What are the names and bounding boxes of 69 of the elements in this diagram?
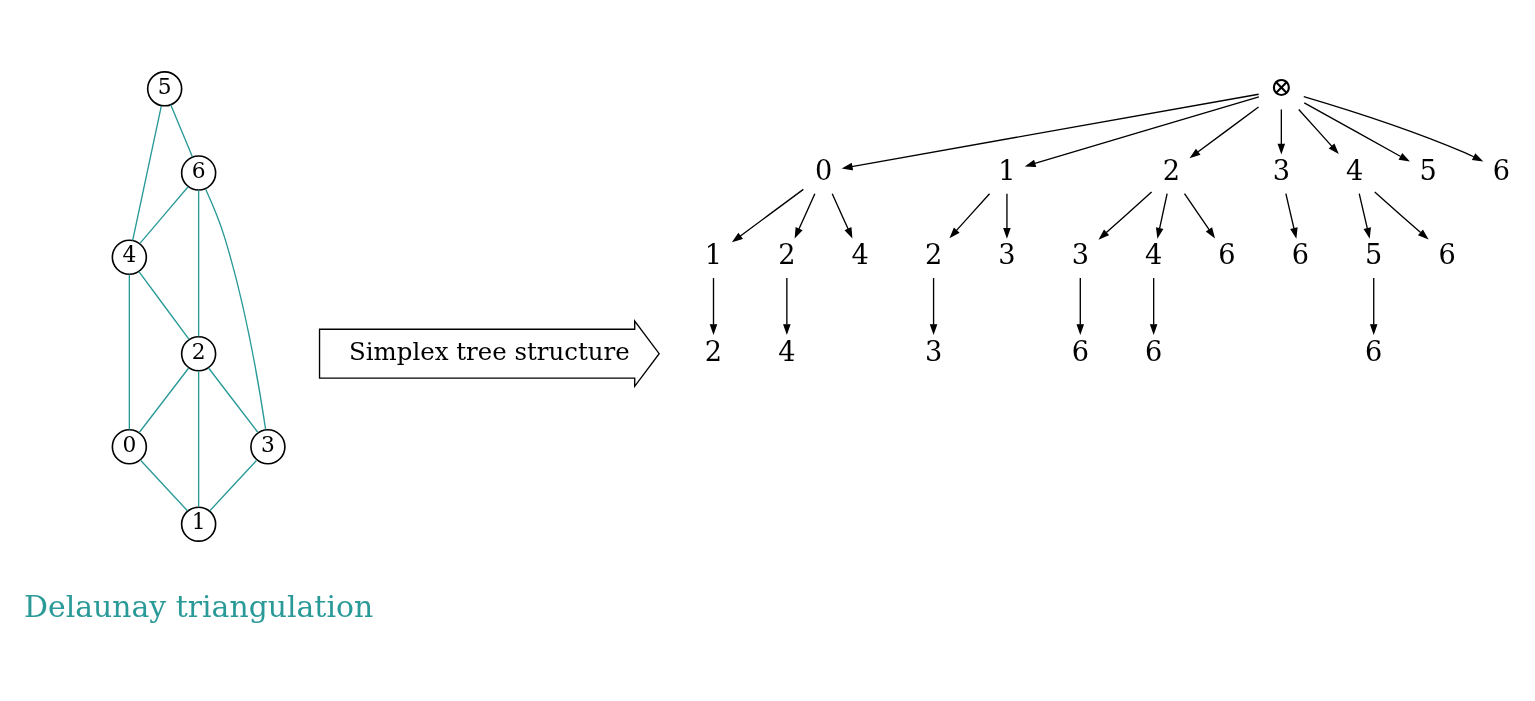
node-text: 4 (778, 335, 796, 367)
node-circle: 3 (250, 428, 286, 465)
node-circle: 6 (180, 154, 217, 191)
node-text: ⊗ (1269, 70, 1293, 102)
node-text: 3 (1272, 154, 1290, 186)
arrow (1369, 276, 1378, 335)
node-text: 5 (1419, 154, 1437, 186)
arrow (841, 93, 1260, 170)
arrow (1155, 192, 1168, 239)
node-circle: 2 (180, 335, 217, 371)
label: Delaunay triangulation (24, 588, 374, 624)
node-text: 1 (704, 238, 723, 270)
arrow (1076, 276, 1085, 335)
connector (197, 189, 200, 337)
arrow (1303, 101, 1410, 162)
node-circle: 1 (180, 505, 217, 542)
arrow (1358, 192, 1371, 239)
arrow (1183, 192, 1216, 238)
connector (204, 187, 267, 430)
arrow (1298, 108, 1339, 154)
arrow (831, 192, 853, 239)
node-circle: 5 (146, 70, 183, 107)
node-text: 0 (814, 154, 833, 186)
connector (139, 185, 189, 244)
arrow (783, 276, 791, 335)
arrow (929, 276, 938, 335)
node-text: 3 (924, 335, 943, 367)
arrow (1285, 192, 1298, 239)
node-text: 4 (1346, 154, 1364, 186)
arrow (1024, 95, 1260, 167)
connector (138, 270, 190, 340)
node-text: 5 (1365, 238, 1383, 270)
node-text: 6 (1071, 335, 1089, 367)
connector (132, 104, 162, 241)
arrow (1003, 192, 1011, 239)
node-text: 3 (1071, 238, 1089, 270)
connector (197, 370, 200, 508)
arrow (1374, 190, 1429, 240)
arrow (1189, 105, 1260, 158)
node-circle: 4 (111, 238, 148, 275)
node-circle: 0 (111, 428, 148, 465)
arrow (709, 276, 718, 335)
connector (140, 459, 189, 511)
node-text: 3 (998, 238, 1016, 270)
arrow (1149, 276, 1158, 335)
node-text: 1 (998, 154, 1016, 186)
node-text: 6 (1291, 238, 1310, 270)
node-text: 2 (1162, 154, 1180, 186)
node-text: 6 (1492, 154, 1511, 186)
connector (207, 366, 259, 433)
node-text: 2 (778, 238, 796, 270)
arrow (1303, 95, 1484, 162)
arrow (731, 188, 805, 242)
node-text: 4 (1145, 238, 1163, 270)
node-text: 6 (1365, 335, 1383, 367)
connector (128, 273, 131, 430)
arrow (1277, 108, 1286, 155)
node-text: 2 (924, 238, 943, 270)
node-text: 6 (1218, 238, 1236, 270)
node-text: 2 (704, 335, 723, 367)
connector (209, 459, 258, 511)
node-text: 6 (1438, 238, 1456, 270)
connector (138, 366, 190, 433)
arrow (949, 192, 991, 238)
arrow (794, 192, 816, 239)
connector (170, 103, 194, 157)
node-text: 6 (1145, 335, 1163, 367)
arrow (1098, 190, 1153, 240)
node-text: 4 (851, 238, 869, 270)
